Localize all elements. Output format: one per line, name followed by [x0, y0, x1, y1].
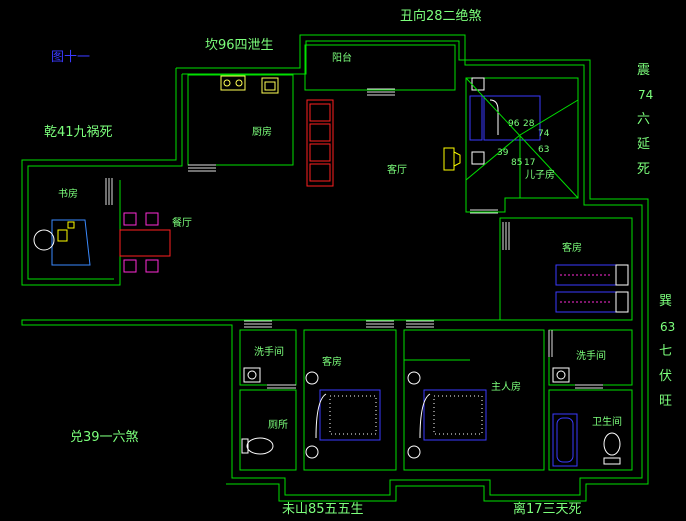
stair-num-5: 96 [508, 119, 520, 129]
room-dining: 餐厅 [172, 216, 192, 229]
label-right-lower-1: 63 [660, 320, 675, 334]
stove-icon [220, 75, 246, 91]
room-bath-left: 洗手间 [254, 345, 284, 358]
label-top-left: 坎96四泄生 [205, 38, 274, 53]
dining-table-icon [119, 212, 171, 273]
label-bottom-center: 未山85五五生 [282, 502, 364, 517]
room-toilet-left: 厕所 [268, 419, 288, 431]
stair-num-4: 74 [538, 129, 550, 139]
son-bed-icon [465, 77, 579, 199]
label-right-upper-0: 震 [637, 63, 650, 78]
stair-num-2: 17 [524, 158, 535, 168]
label-right-lower-0: 巽 [659, 294, 672, 309]
label-right-upper-2: 六 [637, 112, 650, 127]
labels: 图十一 坎96四泄生 丑向28二绝煞 乾41九祸死 兑39一六煞 未山85五五生… [44, 8, 675, 517]
room-restroom-right: 卫生间 [592, 415, 622, 428]
room-study: 书房 [58, 187, 78, 200]
washbasin-left-icon [243, 367, 261, 383]
room-balcony: 阳台 [332, 51, 352, 64]
label-bottom-left: 兑39一六煞 [70, 430, 139, 445]
label-right-lower-4: 旺 [659, 394, 672, 409]
guest-bed-icon [305, 371, 381, 459]
figure-label: 图十一 [51, 50, 90, 65]
room-living: 客厅 [387, 163, 407, 176]
sofa-icon [306, 99, 334, 187]
room-bath-right: 洗手间 [576, 349, 606, 362]
label-right-lower-3: 伏 [659, 369, 672, 384]
guest-beds-icon [555, 264, 629, 313]
stair-num-0: 39 [497, 148, 509, 158]
master-bed-icon [407, 371, 487, 459]
room-kitchen: 厨房 [252, 125, 272, 138]
bathtub-icon [552, 413, 578, 467]
tv-icon [443, 147, 461, 171]
stair-num-3: 63 [538, 145, 549, 155]
label-right-upper-3: 延 [637, 137, 650, 152]
label-right-upper-1: 74 [638, 88, 653, 102]
label-top-right: 丑向28二绝煞 [400, 8, 482, 24]
study-desk-icon [33, 219, 91, 266]
washbasin-right-icon [552, 367, 570, 383]
toilet-left-icon [241, 437, 274, 455]
room-guest-right: 客房 [562, 241, 582, 254]
outer-walls [21, 34, 649, 502]
room-master: 主人房 [491, 380, 521, 393]
room-son: 儿子房 [525, 168, 555, 181]
label-right-lower-2: 七 [659, 344, 672, 359]
label-bottom-right: 离17三天死 [513, 501, 582, 517]
label-right-upper-4: 死 [637, 162, 650, 177]
stair-num-1: 85 [511, 158, 522, 168]
kitchen-sink-icon [261, 77, 279, 94]
stair-num-6: 28 [523, 119, 535, 129]
label-left: 乾41九祸死 [44, 125, 113, 140]
toilet-right-icon [603, 432, 621, 465]
window-marks [105, 88, 603, 389]
room-guest-mid: 客房 [322, 355, 342, 368]
